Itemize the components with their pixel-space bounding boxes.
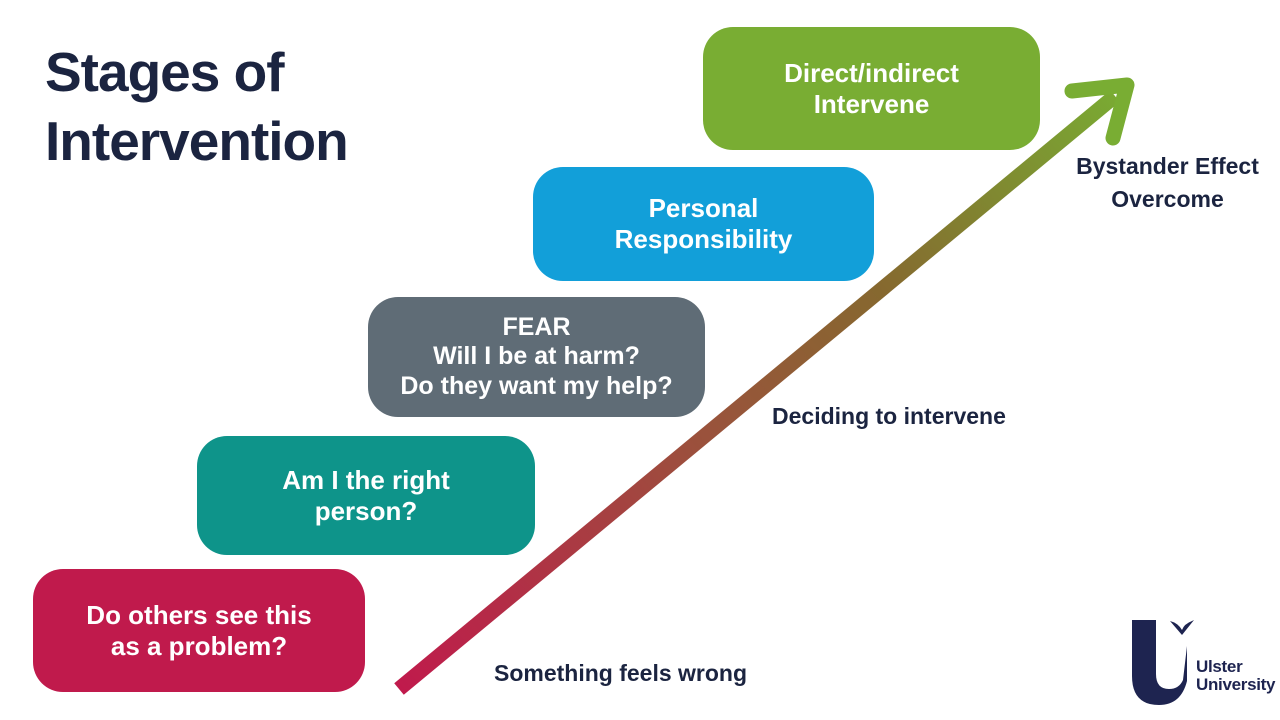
stage-box-right-person: Am I the right person? — [197, 436, 535, 555]
stage-box-do-others-see: Do others see this as a problem? — [33, 569, 365, 692]
stage-box-fear: FEAR Will I be at harm? Do they want my … — [368, 297, 705, 417]
arrow-head — [1064, 77, 1135, 146]
page-title-line1: Stages of — [45, 41, 285, 103]
stage-label-line: Am I the right — [282, 464, 450, 495]
annotation-deciding-to-intervene: Deciding to intervene — [772, 403, 1006, 429]
stage-label-line: FEAR — [502, 312, 571, 341]
stage-label-line: Intervene — [813, 88, 930, 119]
annotation-line: Overcome — [1111, 186, 1224, 213]
stage-label-line: Do they want my help? — [400, 371, 673, 400]
ulster-university-logo: Ulster University — [1128, 610, 1276, 710]
stage-label-line: Personal — [648, 193, 759, 224]
logo-word-line: University — [1196, 675, 1276, 695]
stage-box-personal-responsibility: Personal Responsibility — [533, 167, 874, 281]
logo-word-line: Ulster — [1196, 657, 1243, 677]
stage-box-intervene: Direct/indirect Intervene — [703, 27, 1040, 150]
ulster-u-mark-icon — [1132, 620, 1194, 705]
arrow-shaft — [394, 90, 1120, 695]
stage-label-line: Direct/indirect — [784, 57, 959, 88]
annotation-something-feels-wrong: Something feels wrong — [494, 660, 748, 686]
stage-label-line: as a problem? — [110, 630, 288, 661]
ulster-university-wordmark: Ulster University — [1196, 657, 1276, 695]
annotation-bystander-effect: Bystander Effect Overcome — [1055, 150, 1280, 217]
stage-label-line: Do others see this — [86, 599, 312, 630]
page-title: Stages of Intervention — [45, 38, 349, 176]
annotation-line: Bystander Effect — [1076, 153, 1259, 179]
page-title-line2: Intervention — [45, 109, 349, 172]
stage-label-line: Responsibility — [614, 224, 793, 254]
stage-label-line: Will I be at harm? — [433, 342, 640, 371]
stage-label-line: person? — [314, 495, 418, 526]
